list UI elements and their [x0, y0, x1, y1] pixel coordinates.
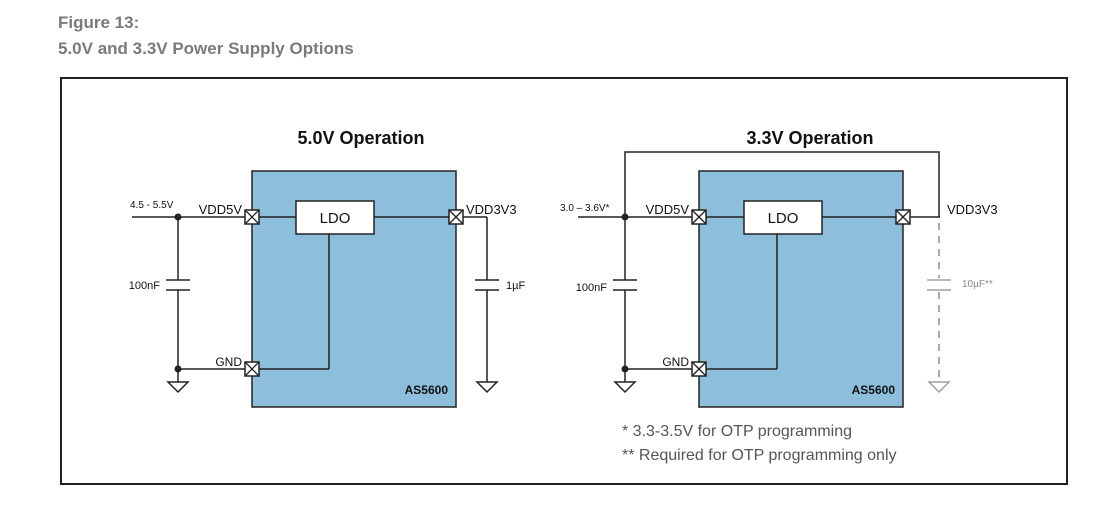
right-ldo-box [743, 200, 823, 235]
right-cap-out-label: 10µF** [962, 279, 993, 290]
right-pin-vdd3v3-label: VDD3V3 [947, 202, 998, 217]
left-cap-in [166, 279, 190, 291]
left-cap-out [475, 279, 499, 291]
left-pin-vdd5v-label: VDD5V [199, 202, 243, 217]
right-ground-out-icon [927, 381, 951, 394]
right-pin-vdd3v3-icon [895, 209, 911, 225]
right-ground-in-icon [613, 381, 637, 394]
figure-header: Figure 13: 5.0V and 3.3V Power Supply Op… [58, 10, 354, 62]
right-cap-out [927, 279, 951, 291]
right-pin-vdd5v-icon [691, 209, 707, 225]
left-pin-gnd-label: GND [215, 355, 242, 369]
left-junction-bottom [174, 365, 182, 373]
figure-title: 5.0V and 3.3V Power Supply Options [58, 39, 354, 58]
right-pin-gnd-label: GND [662, 355, 689, 369]
left-ground-out-icon [475, 381, 499, 394]
right-cap-in [613, 279, 637, 291]
left-pin-vdd3v3-icon [448, 209, 464, 225]
right-ldo-label: LDO [768, 210, 799, 227]
right-chip-label: AS5600 [852, 383, 896, 397]
footnote-otp-voltage: * 3.3-3.5V for OTP programming [622, 423, 853, 440]
right-heading: 3.3V Operation [746, 128, 873, 148]
figure-frame [60, 77, 1068, 485]
left-ground-in-icon [166, 381, 190, 394]
left-junction-top [174, 213, 182, 221]
left-cap-in-label: 100nF [129, 280, 160, 292]
right-circuit: 3.3V Operation AS5600 [560, 128, 998, 408]
left-ldo-label: LDO [320, 210, 351, 227]
left-cap-out-label: 1µF [506, 280, 525, 292]
left-circuit: 5.0V Operation AS5600 [129, 128, 525, 408]
left-pin-vdd5v-icon [244, 209, 260, 225]
right-junction-bottom [621, 365, 629, 373]
right-cap-in-label: 100nF [576, 282, 607, 294]
right-wires [578, 151, 940, 382]
figure-number: Figure 13: [58, 13, 140, 32]
left-input-range: 4.5 - 5.5V [130, 200, 174, 211]
right-junction-top [621, 213, 629, 221]
left-wires [132, 216, 488, 382]
left-chip-label: AS5600 [405, 383, 449, 397]
right-input-range: 3.0 – 3.6V* [560, 203, 610, 214]
right-pin-vdd5v-label: VDD5V [646, 202, 690, 217]
left-pin-vdd3v3-label: VDD3V3 [466, 202, 517, 217]
footnote-otp-cap: ** Required for OTP programming only [622, 447, 897, 464]
left-heading: 5.0V Operation [297, 128, 424, 148]
left-pin-gnd-icon [244, 361, 260, 377]
right-pin-gnd-icon [691, 361, 707, 377]
left-ldo-box [295, 200, 375, 235]
